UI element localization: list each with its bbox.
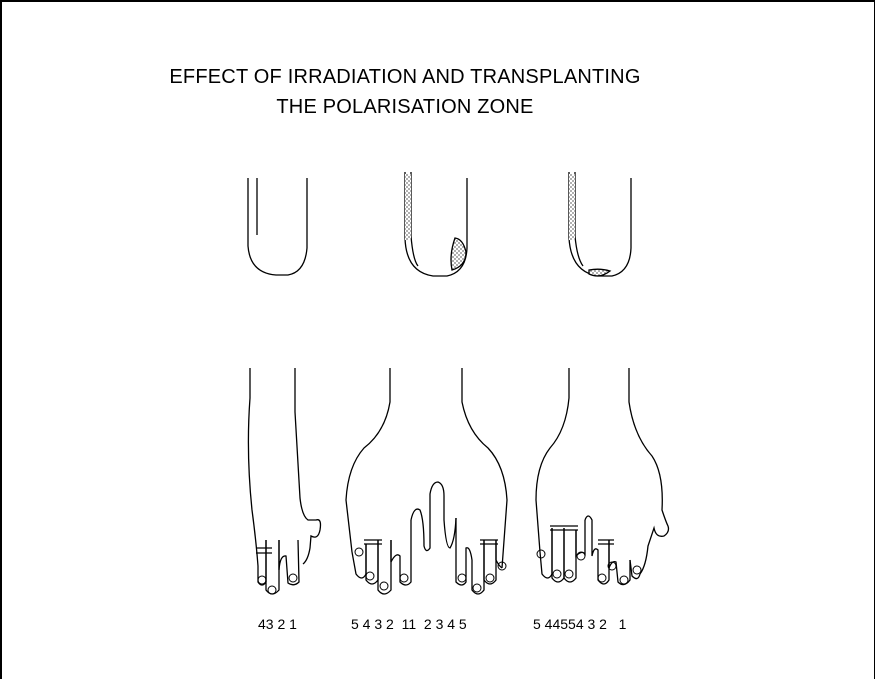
digit-labels-normal: 43 2 1 — [258, 616, 297, 632]
stipple-posterior-graft — [451, 238, 466, 270]
stipple-anterior — [405, 174, 411, 240]
limb-bud-irradiated — [405, 172, 467, 276]
stipple-distal-graft — [589, 269, 610, 276]
stipple-anterior — [569, 174, 575, 240]
fingertip-nails — [258, 548, 641, 594]
limb-bud-normal — [248, 178, 307, 275]
hand-transplant — [536, 368, 669, 585]
digit-labels-transplant: 5 44554 3 2 1 — [533, 616, 626, 632]
limb-bud-transplanted — [569, 172, 631, 276]
hand-mirror-duplicated — [346, 368, 507, 594]
hand-normal — [248, 368, 320, 594]
digit-labels-mirror: 5 4 3 2 11 2 3 4 5 — [351, 616, 467, 632]
